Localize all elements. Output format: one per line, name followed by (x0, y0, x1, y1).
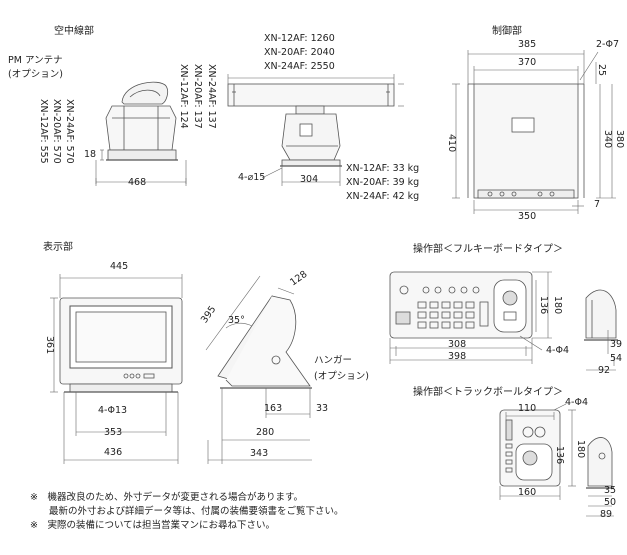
op-full-dim-136: 136 (537, 296, 549, 315)
display-holes-label: 4-Φ13 (98, 405, 128, 416)
antenna-weight-20af: XN-20AF: 39 kg (346, 177, 420, 188)
display-side-drawing (217, 295, 312, 389)
op-track-dim-180: 180 (574, 440, 586, 459)
control-dim-350: 350 (518, 211, 537, 222)
op-track-dimensions (499, 403, 576, 500)
pm-antenna-label: PM アンテナ (8, 55, 63, 66)
op-full-dim-180: 180 (551, 296, 563, 315)
display-angle-label: 35° (228, 315, 245, 326)
pm-dim-18: 18 (84, 149, 97, 160)
array-height-20af: XN-20AF: 137 (191, 64, 203, 129)
array-holes-label: 4-⌀15 (238, 172, 266, 183)
op-track-dim-89: 89 (600, 509, 613, 520)
display-dim-33: 33 (316, 403, 329, 414)
antenna-width-20af: XN-20AF: 2040 (264, 47, 335, 58)
control-unit-drawing (467, 83, 585, 199)
op-track-side-dimensions (586, 495, 614, 517)
antenna-pm-dimensions (95, 149, 187, 186)
note-line-1: ※ 機器改良のため、外寸データが変更される場合があります。 (30, 492, 304, 503)
op-full-holes-label: 4-Φ4 (546, 345, 569, 356)
op-track-dim-160: 160 (518, 487, 537, 498)
display-dim-445: 445 (110, 261, 129, 272)
op-track-holes-label: 4-Φ4 (565, 397, 588, 408)
op-full-side-drawing (584, 289, 618, 341)
control-dim-340: 340 (601, 130, 613, 149)
control-unit-dimensions (452, 50, 616, 214)
section-title-op-track: 操作部＜トラックボールタイプ＞ (413, 387, 563, 398)
op-full-dim-39: 39 (610, 339, 623, 350)
antenna-array-dimensions (227, 74, 404, 186)
antenna-pm-drawing (105, 81, 178, 161)
op-full-dim-92: 92 (598, 365, 611, 376)
pm-height-20af: XN-20AF: 570 (50, 99, 62, 164)
op-full-dim-308: 308 (448, 339, 467, 350)
display-dim-353: 353 (104, 427, 123, 438)
control-dim-380: 380 (613, 130, 625, 149)
antenna-weight-12af: XN-12AF: 33 kg (346, 163, 420, 174)
antenna-width-12af: XN-12AF: 1260 (264, 33, 335, 44)
display-dim-280: 280 (256, 427, 275, 438)
op-track-dim-35: 35 (604, 485, 617, 496)
array-height-12af: XN-12AF: 124 (177, 64, 189, 129)
note-line-2: 最新の外寸および詳細データ等は、付属の装備要領書をご覧下さい。 (30, 506, 344, 517)
display-side-dimensions (205, 275, 312, 464)
op-full-dimensions (389, 271, 552, 364)
control-dim-25: 25 (595, 64, 607, 77)
section-title-antenna: 空中線部 (54, 26, 94, 37)
pm-height-12af: XN-12AF: 555 (37, 99, 49, 164)
op-track-dim-136: 136 (553, 446, 565, 465)
antenna-weight-24af: XN-24AF: 42 kg (346, 191, 420, 202)
op-track-dim-50: 50 (604, 497, 617, 508)
note-line-3: ※ 実際の装備については担当営業マンにお尋ね下さい。 (30, 520, 275, 531)
antenna-width-24af: XN-24AF: 2550 (264, 61, 335, 72)
op-track-dim-110: 110 (518, 403, 537, 414)
control-dim-385: 385 (518, 39, 537, 50)
array-height-24af: XN-24AF: 137 (205, 64, 217, 129)
op-track-drawing (499, 409, 561, 487)
section-title-control: 制御部 (492, 26, 522, 37)
control-dim-370: 370 (518, 57, 537, 68)
pm-dim-468: 468 (128, 177, 147, 188)
display-front-dimensions (50, 274, 183, 464)
hanger-label: ハンガー (314, 355, 353, 366)
pm-antenna-option-label: (オプション) (8, 69, 63, 80)
display-front-drawing (59, 297, 183, 393)
display-dim-436: 436 (104, 447, 123, 458)
pm-height-24af: XN-24AF: 570 (63, 99, 75, 164)
op-full-dim-54: 54 (610, 353, 623, 364)
hanger-option-label: (オプション) (314, 371, 369, 382)
op-full-side-dimensions (586, 330, 616, 371)
op-full-drawing (389, 271, 533, 339)
display-dim-343: 343 (250, 448, 269, 459)
control-dim-7: 7 (594, 199, 601, 210)
array-dim-304: 304 (300, 174, 319, 185)
section-title-op-full: 操作部＜フルキーボードタイプ＞ (413, 244, 563, 255)
antenna-array-drawing (227, 83, 395, 167)
op-full-dim-398: 398 (448, 351, 467, 362)
display-dim-163: 163 (264, 403, 283, 414)
section-title-display: 表示部 (43, 242, 73, 253)
display-dim-361: 361 (43, 336, 55, 355)
control-holes-label: 2-Φ7 (596, 39, 619, 50)
op-track-side-drawing (586, 437, 614, 489)
control-dim-410: 410 (445, 134, 457, 153)
